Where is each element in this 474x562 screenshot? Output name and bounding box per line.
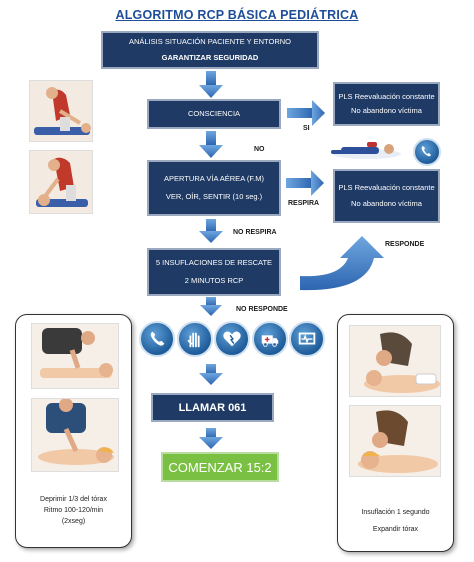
compression-rate-note: (2xseg): [61, 517, 86, 525]
arrow-right-1: [287, 100, 325, 126]
ventilation-expand: Expandir tórax: [372, 525, 419, 533]
arrow-down-6: [199, 428, 223, 449]
analysis-box: ANÁLISIS SITUACIÓN PACIENTE Y ENTORNO GA…: [101, 31, 319, 69]
label-responde: RESPONDE: [385, 241, 425, 248]
arrow-down-3: [199, 219, 223, 243]
hand-icon: [176, 321, 213, 357]
pls1-line2: No abandono víctima: [351, 106, 422, 115]
arrow-right-2: [286, 170, 324, 196]
airway-line1: APERTURA VÍA AÉREA (F.M): [164, 173, 264, 183]
consciousness-box: CONSCIENCIA: [147, 99, 281, 129]
icons-row: [139, 321, 325, 361]
label-si: SI: [303, 125, 310, 132]
start-cpr-box: COMENZAR 15:2: [161, 452, 279, 482]
label-no-responde: NO RESPONDE: [236, 306, 288, 313]
airway-line2: VER, OÍR, SENTIR (10 seg.): [165, 192, 263, 201]
arrow-down-4: [200, 297, 222, 316]
phone-icon: [139, 321, 175, 357]
illustration-chest-compressions: [31, 323, 119, 389]
analysis-line2: GARANTIZAR SEGURIDAD: [161, 53, 259, 62]
monitor-icon: [289, 321, 325, 357]
pls1-line1: PLS Reevaluación constante: [338, 91, 435, 101]
heart-icon: [214, 321, 250, 357]
arrow-down-5: [199, 364, 223, 385]
rescue-line1: 5 INSUFLACIONES DE RESCATE: [155, 257, 273, 267]
recovery-position-image: [331, 142, 401, 159]
compression-depth: Deprimir 1/3 del tórax: [40, 496, 107, 503]
analysis-line1: ANÁLISIS SITUACIÓN PACIENTE Y ENTORNO: [129, 36, 291, 46]
page-title: ALGORITMO RCP BÁSICA PEDIÁTRICA: [115, 8, 359, 22]
illustration-rescue-breath-1: [349, 325, 441, 397]
rescue-box: 5 INSUFLACIONES DE RESCATE 2 MINUTOS RCP: [147, 248, 281, 296]
ventilation-duration: Insuflación 1 segundo: [361, 509, 430, 516]
ambulance-icon: [251, 321, 288, 357]
call-061-box: LLAMAR 061: [151, 393, 274, 422]
label-respira: RESPIRA: [288, 200, 320, 207]
arrow-down-1: [199, 71, 223, 98]
airway-box: APERTURA VÍA AÉREA (F.M) VER, OÍR, SENTI…: [147, 160, 281, 216]
illustration-rescue-breath-2: [349, 405, 441, 477]
consciousness-label: CONSCIENCIA: [187, 108, 241, 118]
compression-rate: Ritmo 100-120/min: [43, 506, 104, 514]
phone-icon-small: [413, 138, 441, 166]
arrow-responde: [300, 236, 384, 291]
illustration-airway-opening: [29, 150, 93, 214]
compression-instructions: Deprimir 1/3 del tórax Ritmo 100-120/min…: [15, 495, 132, 528]
pls-box-1: PLS Reevaluación constante No abandono v…: [333, 82, 440, 126]
pls-box-2: PLS Reevaluación constante No abandono v…: [333, 169, 440, 223]
label-no-respira: NO RESPIRA: [233, 229, 277, 236]
ventilation-instructions: Insuflación 1 segundo Expandir tórax: [337, 505, 454, 539]
label-no: NO: [254, 146, 265, 153]
arrow-down-2: [199, 131, 223, 158]
pls2-line2: No abandono víctima: [351, 198, 422, 208]
rescue-line2: 2 MINUTOS RCP: [184, 276, 244, 285]
pls2-line1: PLS Reevaluación constante: [338, 183, 435, 193]
illustration-infant-compressions: [31, 398, 119, 472]
illustration-consciousness-check: [29, 80, 93, 142]
